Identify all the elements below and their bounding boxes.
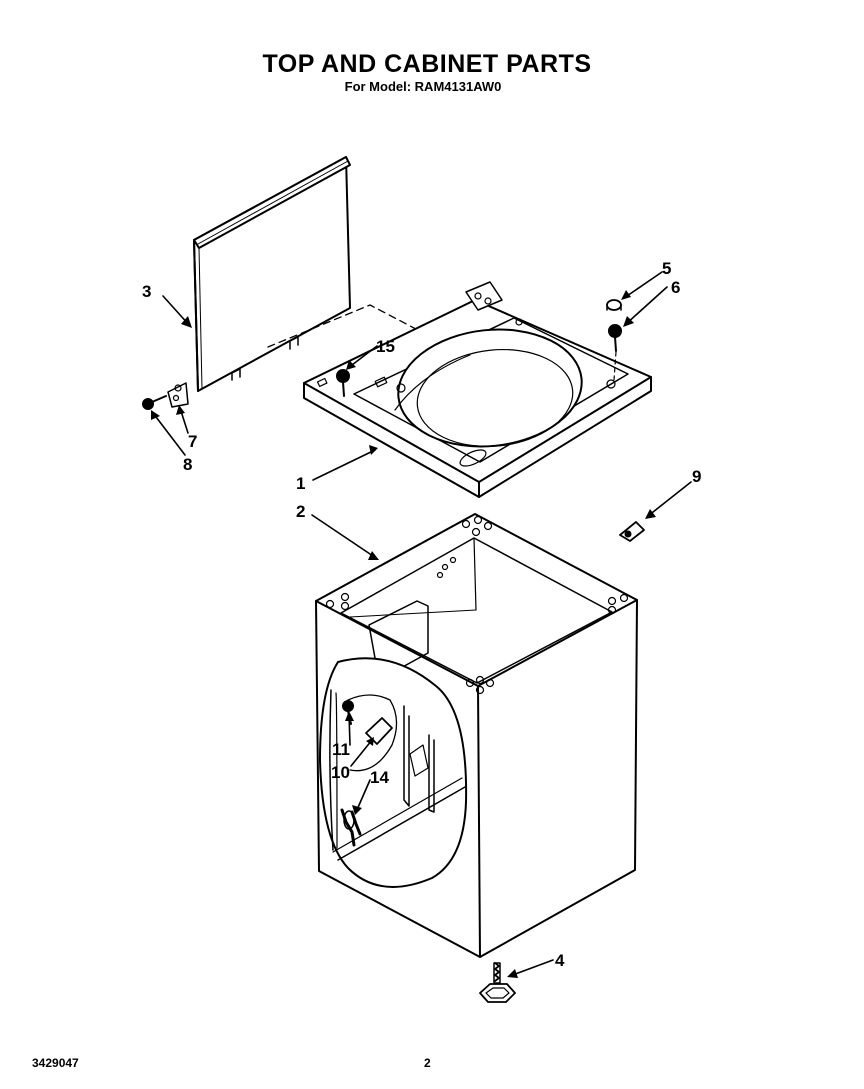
callout-2: 2 [296,502,305,521]
leveling-leg-part [479,962,516,1003]
callout-9: 9 [692,467,701,486]
hinge-part [167,382,189,408]
callout-8: 8 [183,455,192,474]
callout-1: 1 [296,474,305,493]
screw-15 [336,369,350,397]
model-subtitle: For Model: RAM4131AW0 [344,79,502,94]
page-title: TOP AND CABINET PARTS [262,50,592,78]
clip-9 [619,521,645,542]
callout-7: 7 [188,432,197,451]
lid-part [193,156,351,392]
cabinet-part [315,513,638,958]
callout-4: 4 [555,951,565,970]
arrow-heads [151,290,656,978]
callout-14: 14 [370,768,389,787]
callout-10: 10 [331,763,350,782]
callout-labels: 3 15 5 6 7 8 1 2 9 11 10 14 4 [142,259,701,970]
callout-6: 6 [671,278,680,297]
hinge-screw [142,395,167,410]
callout-5: 5 [662,259,671,278]
callout-15: 15 [376,337,395,356]
document-number: 3429047 [32,1056,79,1070]
page-number: 2 [424,1056,431,1070]
alignment-line [267,304,461,353]
screw-6 [608,324,622,352]
callout-3: 3 [142,282,151,301]
washer-top-part [303,281,652,498]
callout-11: 11 [332,740,350,759]
plug-5 [606,299,622,311]
